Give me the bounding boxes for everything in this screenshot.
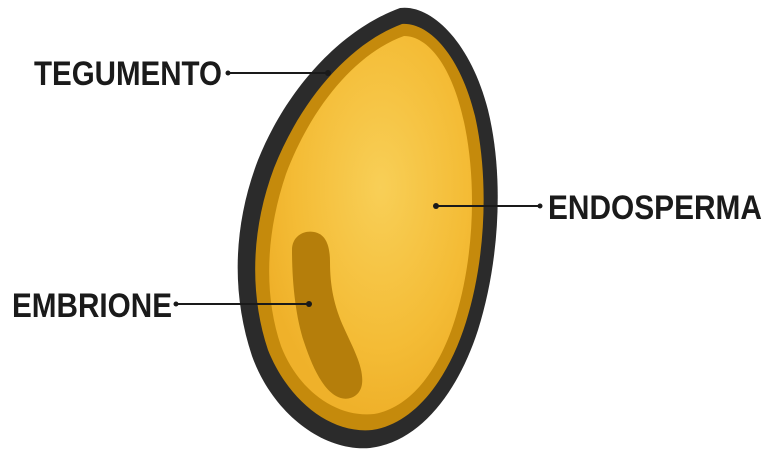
label-embrione: EMBRIONE [12,287,172,325]
label-endosperma: ENDOSPERMA [548,189,762,227]
label-tegumento: TEGUMENTO [34,55,222,93]
